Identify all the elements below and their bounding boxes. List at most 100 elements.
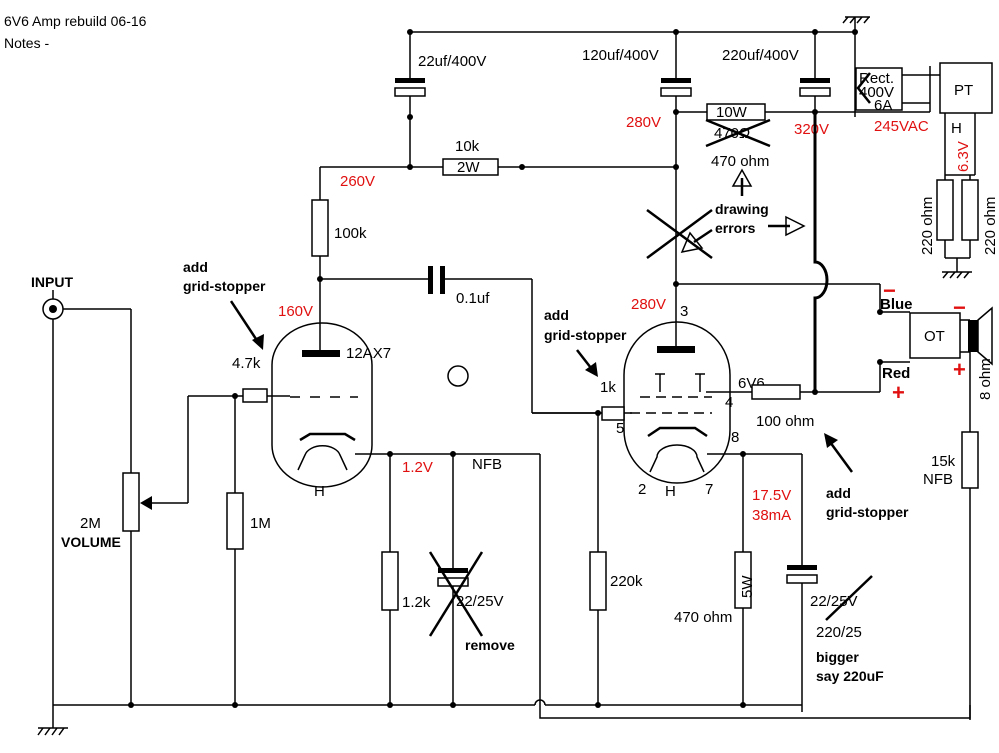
resistor-10w-label: 10W [716,104,748,121]
cap-120uf-label: 120uf/400V [582,47,659,64]
remove-x-b [428,551,484,637]
voltage-6v3: 6.3V [955,141,972,172]
pin-5: 5 [616,420,624,437]
grid-12ax7 [188,388,290,705]
voltage-280v-plate: 280V [631,296,666,313]
cap-220-25-label: 220/25 [816,624,862,641]
resistor-2w-label: 2W [457,159,480,176]
top-ground-rail [410,16,870,117]
rectifier-label-2: 400V [859,84,894,101]
annot-add-2: add [544,307,569,323]
annot-arrow-1 [229,300,264,350]
resistor-100k-label: 100k [334,225,367,242]
input-label: INPUT [31,274,73,290]
annot-gridstopper-1: grid-stopper [183,278,266,294]
tube-12ax7-heater: H [314,483,325,500]
pin-4: 4 [725,394,733,411]
voltage-160v: 160V [278,303,313,320]
ot-red-label: Red [882,365,910,382]
annot-bigger: bigger [816,649,859,665]
heater-r2-label: 220 ohm [982,197,999,255]
pin-2: 2 [638,481,646,498]
pin-8: 8 [731,429,739,446]
annot-errors: errors [715,220,756,236]
current-38ma: 38mA [752,507,791,524]
resistor-470-cathode-label: 470 ohm [674,609,732,626]
resistor-1m-label: 1M [250,515,271,532]
resistor-1k-label: 1k [600,379,616,396]
spk-minus: − [953,295,966,320]
ground-bus [37,699,971,736]
resistor-4k7-label: 4.7k [232,355,261,372]
rectifier-label-3: 6A [874,97,892,114]
schematic-notes: Notes - [4,35,49,51]
pt-label: PT [954,82,973,99]
ot-label: OT [924,328,945,345]
tube-6v6-heater: H [665,483,676,500]
resistor-470-new-label: 470 ohm [711,153,769,170]
strike-cap-b [825,575,873,621]
decor-circle [447,365,469,387]
error-x-b [646,208,713,260]
power-transformer [929,62,993,114]
resistor-1k2-label: 1.2k [402,594,431,611]
annot-arrow-2 [576,349,598,377]
volume-pot-name: VOLUME [61,534,121,550]
wire-320v-screen [813,112,829,392]
pt-h-label: H [951,120,962,137]
strike-470b [705,118,771,148]
resistor-10k-label: 10k [455,138,480,155]
pin-7: 7 [705,481,713,498]
cap-22-25v-b-label: 22/25V [810,593,858,610]
schematic-title: 6V6 Amp rebuild 06-16 [4,13,147,29]
output-transformer [877,309,970,365]
voltage-260v: 260V [340,173,375,190]
annot-arrows-errors [680,168,806,254]
cathode-6v6 [707,451,818,712]
resistor-100ohm-label: 100 ohm [756,413,814,430]
voltage-245vac: 245VAC [874,118,929,135]
resistor-15k-label: 15k [931,453,956,470]
voltage-320v: 320V [794,121,829,138]
tube-12ax7 [271,322,373,488]
tube-12ax7-label: 12AX7 [346,345,391,362]
grid-6v6 [532,406,632,705]
annot-add-3: add [826,485,851,501]
cap-120uf [660,29,692,112]
cap-220uf-label: 220uf/400V [722,47,799,64]
volume-pot [122,309,189,705]
resistor-15k-nfb [961,431,979,720]
resistor-100k [311,167,329,350]
ot-minus: − [883,278,896,303]
rectifier [855,67,930,111]
heater-resistors [936,113,979,279]
remove-label: remove [465,637,515,653]
annot-gridstopper-3: grid-stopper [826,504,909,520]
ot-plus: + [892,380,905,405]
resistor-100ohm [740,362,881,400]
annot-say220: say 220uF [816,668,884,684]
annot-add-1: add [183,259,208,275]
spk-plus: + [953,357,966,382]
tube-6v6 [623,321,740,484]
ot-blue-label: Blue [880,296,913,313]
resistor-15k-nfb-label: NFB [923,471,953,488]
spk-8ohm-label: 8 ohm [977,358,994,400]
voltage-1v2: 1.2V [402,459,433,476]
voltage-17v5: 17.5V [752,487,791,504]
annot-gridstopper-2: grid-stopper [544,327,627,343]
input-jack [42,290,131,720]
volume-pot-value: 2M [80,515,101,532]
cap-22uf-label: 22uf/400V [418,53,486,70]
cap-220uf [799,29,831,112]
annot-drawing: drawing [715,201,769,217]
cap-coupling-label: 0.1uf [456,290,490,307]
nfb-label: NFB [472,456,502,473]
cathode-12ax7 [355,451,541,705]
resistor-5w-label: 5W [739,575,756,598]
cap-22uf [394,29,426,167]
cap-22-25v-label: 22/25V [456,593,504,610]
heater-r1-label: 220 ohm [919,197,936,255]
annot-arrow-3 [824,433,854,473]
